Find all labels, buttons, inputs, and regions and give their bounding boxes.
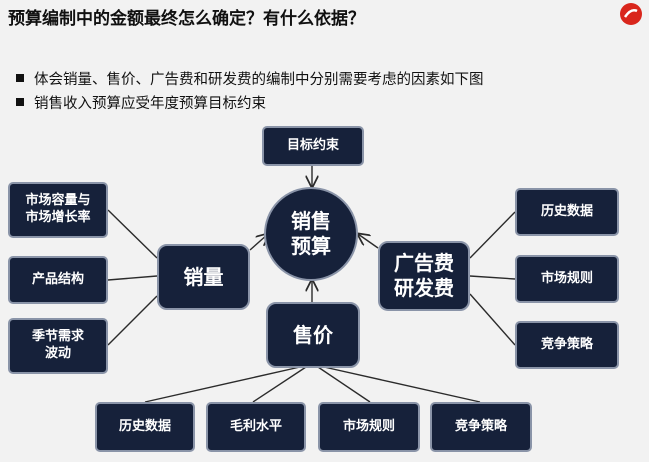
node-ad-rd-expense: 广告费 研发费 (378, 241, 470, 311)
edge-price-factor (252, 366, 307, 403)
node-label: 毛利水平 (229, 418, 282, 434)
node-price-factor: 竞争策略 (430, 402, 532, 452)
edge-adrd-factor (469, 211, 516, 259)
edge-price-factor (317, 366, 371, 403)
node-volume-factor: 产品结构 (8, 256, 108, 304)
node-label: 历史数据 (118, 418, 171, 434)
node-label: 目标约束 (286, 137, 339, 153)
node-label: 销售 预算 (291, 209, 331, 258)
node-adrd-factor: 历史数据 (515, 188, 619, 236)
node-price-factor: 市场规则 (318, 402, 420, 452)
node-sales-budget: 销售 预算 (264, 187, 358, 281)
node-label: 销量 (183, 264, 224, 289)
bullet-list: 体会销量、售价、广告费和研发费的编制中分别需要考虑的因素如下图 销售收入预算应受… (14, 66, 484, 114)
bullet-text: 销售收入预算应受年度预算目标约束 (34, 95, 266, 112)
edge-adrd-factor (469, 293, 516, 346)
node-price-factor: 毛利水平 (206, 402, 306, 452)
bullet-square-icon (16, 74, 24, 82)
node-label: 竞争策略 (540, 336, 593, 352)
brand-logo-icon (620, 3, 642, 25)
edge-price-factor (323, 366, 481, 403)
node-volume-factor: 季节需求 波动 (8, 318, 108, 374)
node-label: 售价 (293, 322, 333, 347)
node-adrd-factor: 市场规则 (515, 255, 619, 303)
edge-adrd-factor (469, 275, 516, 280)
node-label: 历史数据 (540, 203, 593, 219)
node-label: 市场规则 (342, 418, 395, 434)
edge-adrd-center (358, 234, 379, 249)
node-target-constraint: 目标约束 (262, 126, 364, 166)
bullet-text: 体会销量、售价、广告费和研发费的编制中分别需要考虑的因素如下图 (34, 71, 484, 88)
edge-volume-factor (107, 209, 158, 259)
bullet-item: 体会销量、售价、广告费和研发费的编制中分别需要考虑的因素如下图 (14, 66, 484, 90)
page-title: 预算编制中的金额最终怎么确定？有什么依据？ (8, 9, 365, 29)
node-price: 售价 (266, 302, 360, 368)
node-volume-factor: 市场容量与 市场增长率 (8, 182, 108, 238)
edge-volume-factor (107, 295, 158, 346)
node-price-factor: 历史数据 (95, 402, 195, 452)
edge-price-factor (144, 366, 301, 403)
bullet-square-icon (16, 98, 24, 106)
node-label: 竞争策略 (454, 418, 507, 434)
node-label: 市场规则 (540, 270, 593, 286)
node-label: 产品结构 (31, 271, 84, 287)
node-label: 市场容量与 市场增长率 (25, 193, 91, 225)
node-label: 季节需求 波动 (31, 329, 84, 361)
node-adrd-factor: 竞争策略 (515, 321, 619, 369)
node-sales-volume: 销量 (157, 244, 250, 310)
edge-volume-factor (107, 275, 158, 281)
bullet-item: 销售收入预算应受年度预算目标约束 (14, 90, 484, 114)
node-label: 广告费 研发费 (394, 251, 454, 300)
